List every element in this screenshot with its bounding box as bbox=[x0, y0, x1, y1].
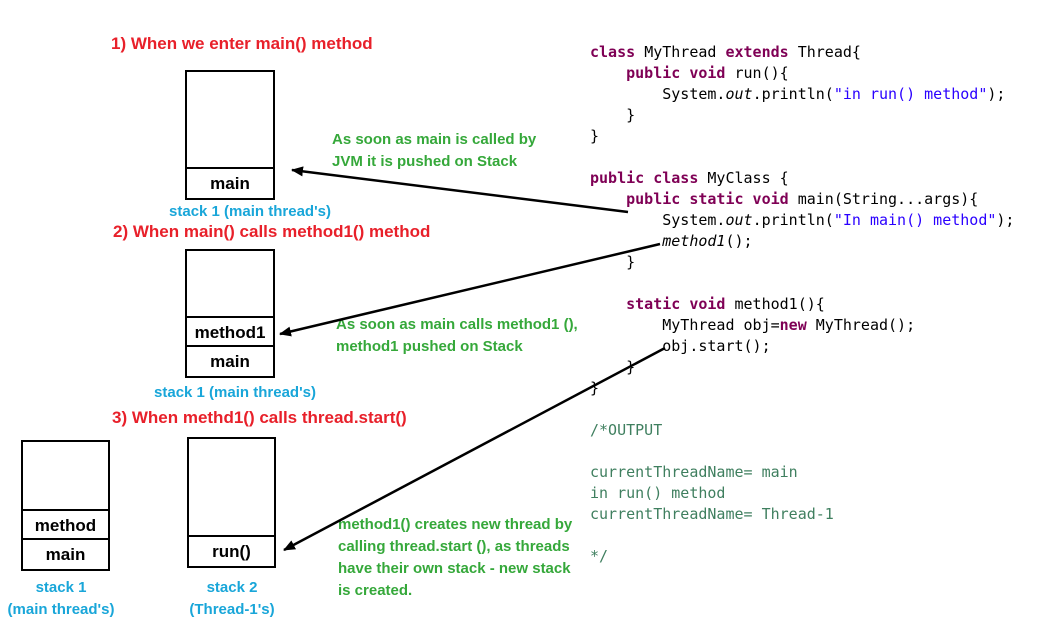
code-token: static void bbox=[626, 295, 735, 313]
code-token: public class bbox=[590, 169, 708, 187]
stack-frame-main: main bbox=[187, 167, 273, 198]
code-token: currentThreadName= main bbox=[590, 463, 798, 481]
section-3-note: method1() creates new thread by calling … bbox=[338, 516, 573, 599]
code-line: in run() method bbox=[590, 483, 1014, 504]
code-line: method1(); bbox=[590, 231, 1014, 252]
stack-frame-method: method bbox=[23, 509, 108, 540]
code-line: public void run(){ bbox=[590, 63, 1014, 84]
code-token: class bbox=[590, 43, 645, 61]
code-line: } bbox=[590, 126, 1014, 147]
code-token: run(){ bbox=[734, 64, 789, 82]
code-token: currentThreadName= Thread-1 bbox=[590, 505, 834, 523]
code-line: } bbox=[590, 252, 1014, 273]
code-line: currentThreadName= main bbox=[590, 462, 1014, 483]
code-line: System.out.println("in run() method"); bbox=[590, 84, 1014, 105]
code-token: Thread{ bbox=[797, 43, 861, 61]
code-line: public class MyClass { bbox=[590, 168, 1014, 189]
code-token: .println( bbox=[752, 211, 834, 229]
section-2-note: As soon as main calls method1 (), method… bbox=[336, 316, 578, 355]
code-token: System. bbox=[590, 85, 726, 103]
code-token: method1 bbox=[662, 232, 726, 250]
code-token: extends bbox=[725, 43, 798, 61]
code-token: MyThread(); bbox=[815, 316, 916, 334]
code-line: System.out.println("In main() method"); bbox=[590, 210, 1014, 231]
code-line: obj.start(); bbox=[590, 336, 1014, 357]
stack-frame-method1: method1 bbox=[187, 316, 273, 347]
code-token: } bbox=[590, 127, 600, 145]
code-token: public static void bbox=[626, 190, 798, 208]
code-line: MyThread obj=new MyThread(); bbox=[590, 315, 1014, 336]
code-line: /*OUTPUT bbox=[590, 420, 1014, 441]
stack-3a-caption-line1: stack 1 bbox=[35, 579, 87, 596]
section-1-note: As soon as main is called by JVM it is p… bbox=[332, 131, 537, 170]
code-token: MyThread bbox=[644, 43, 726, 61]
stack-1-box: main bbox=[185, 70, 275, 200]
arrow-main-call bbox=[291, 166, 629, 214]
code-token: obj.start(); bbox=[590, 337, 771, 355]
stack-frame-main: main bbox=[23, 538, 108, 569]
stack-frame-run: run() bbox=[189, 535, 274, 566]
stack-frame-main: main bbox=[187, 345, 273, 376]
code-token: main(String...args){ bbox=[797, 190, 979, 208]
stack-3a-box: method main bbox=[21, 440, 110, 571]
arrow-thread-start bbox=[283, 346, 666, 552]
code-token: "In main() method" bbox=[833, 211, 997, 229]
code-token: in run() method bbox=[590, 484, 726, 502]
code-token: */ bbox=[590, 547, 609, 565]
code-token: out bbox=[725, 85, 753, 103]
section-1-heading: 1) When we enter main() method bbox=[111, 34, 373, 53]
stack-3a-caption: stack 1 (main thread's) bbox=[0, 577, 122, 621]
code-token: ); bbox=[996, 211, 1015, 229]
code-token: } bbox=[590, 106, 636, 124]
code-line: } bbox=[590, 105, 1014, 126]
code-listing: class MyThread extends Thread{ public vo… bbox=[590, 42, 1014, 567]
code-line: static void method1(){ bbox=[590, 294, 1014, 315]
code-token: } bbox=[590, 379, 600, 397]
stack-3b-box: run() bbox=[187, 437, 276, 568]
stack-2-box: method1 main bbox=[185, 249, 275, 378]
arrow-method1-call bbox=[279, 242, 661, 337]
stack-3b-caption: stack 2 (Thread-1's) bbox=[172, 577, 292, 621]
code-token: ); bbox=[987, 85, 1006, 103]
code-token: MyClass { bbox=[707, 169, 789, 187]
code-token: method1(){ bbox=[734, 295, 825, 313]
code-token: public void bbox=[626, 64, 735, 82]
stack-1-caption: stack 1 (main thread's) bbox=[169, 203, 331, 220]
code-line: currentThreadName= Thread-1 bbox=[590, 504, 1014, 525]
stack-3b-caption-line2: (Thread-1's) bbox=[189, 601, 275, 618]
code-token: new bbox=[779, 316, 816, 334]
stack-2-caption: stack 1 (main thread's) bbox=[154, 384, 316, 401]
code-token: /*OUTPUT bbox=[590, 421, 663, 439]
code-token: MyThread obj= bbox=[590, 316, 780, 334]
code-token: .println( bbox=[752, 85, 834, 103]
code-line: public static void main(String...args){ bbox=[590, 189, 1014, 210]
code-token: (); bbox=[725, 232, 753, 250]
code-line: } bbox=[590, 378, 1014, 399]
code-token: "in run() method" bbox=[833, 85, 988, 103]
code-line: class MyThread extends Thread{ bbox=[590, 42, 1014, 63]
stack-3b-caption-line1: stack 2 bbox=[206, 579, 258, 596]
code-token: out bbox=[725, 211, 753, 229]
section-2-heading: 2) When main() calls method1() method bbox=[113, 222, 431, 241]
code-token: } bbox=[590, 253, 636, 271]
code-token: System. bbox=[590, 211, 726, 229]
code-line: */ bbox=[590, 546, 1014, 567]
section-3-heading: 3) When methd1() calls thread.start() bbox=[112, 408, 407, 427]
stack-3a-caption-line2: (main thread's) bbox=[7, 601, 115, 618]
